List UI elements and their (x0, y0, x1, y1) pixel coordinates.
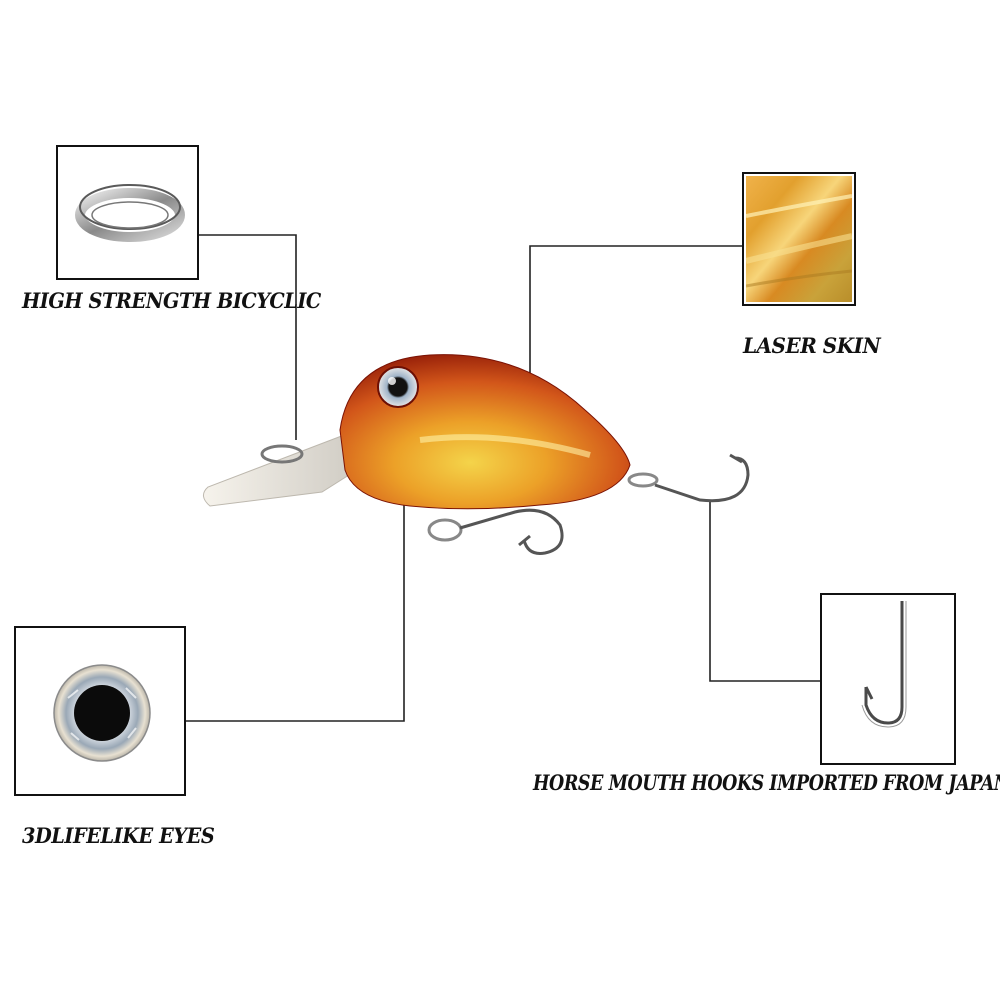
belly-split-ring (427, 518, 463, 542)
line-tie-ring (260, 444, 304, 464)
laser-skin-swatch (746, 176, 852, 302)
rear-hook (654, 456, 750, 503)
fish-hook-icon (861, 601, 907, 728)
lure-eye (377, 366, 419, 408)
split-ring-callout-line (198, 234, 297, 440)
laser-skin-feature-box (742, 172, 856, 306)
rear-split-ring (627, 472, 659, 488)
hooks-label: HORSE MOUTH HOOKS IMPORTED FROM JAPAN (533, 770, 1000, 795)
lure-diving-lip (203, 431, 361, 507)
split-ring-label: HIGH STRENGTH BICYCLIC (22, 288, 321, 313)
split-ring-icon (75, 184, 185, 242)
eyes-label: 3DLIFELIKE EYES (22, 823, 215, 848)
hooks-callout-line (709, 500, 820, 682)
3d-eye-icon (53, 664, 151, 762)
split-ring-feature-box (56, 145, 199, 280)
hooks-feature-box (820, 593, 956, 765)
eyes-feature-box (14, 626, 186, 796)
belly-hook (459, 508, 564, 555)
laser-skin-callout-line (529, 245, 742, 410)
laser-skin-label: LASER SKIN (743, 333, 881, 358)
